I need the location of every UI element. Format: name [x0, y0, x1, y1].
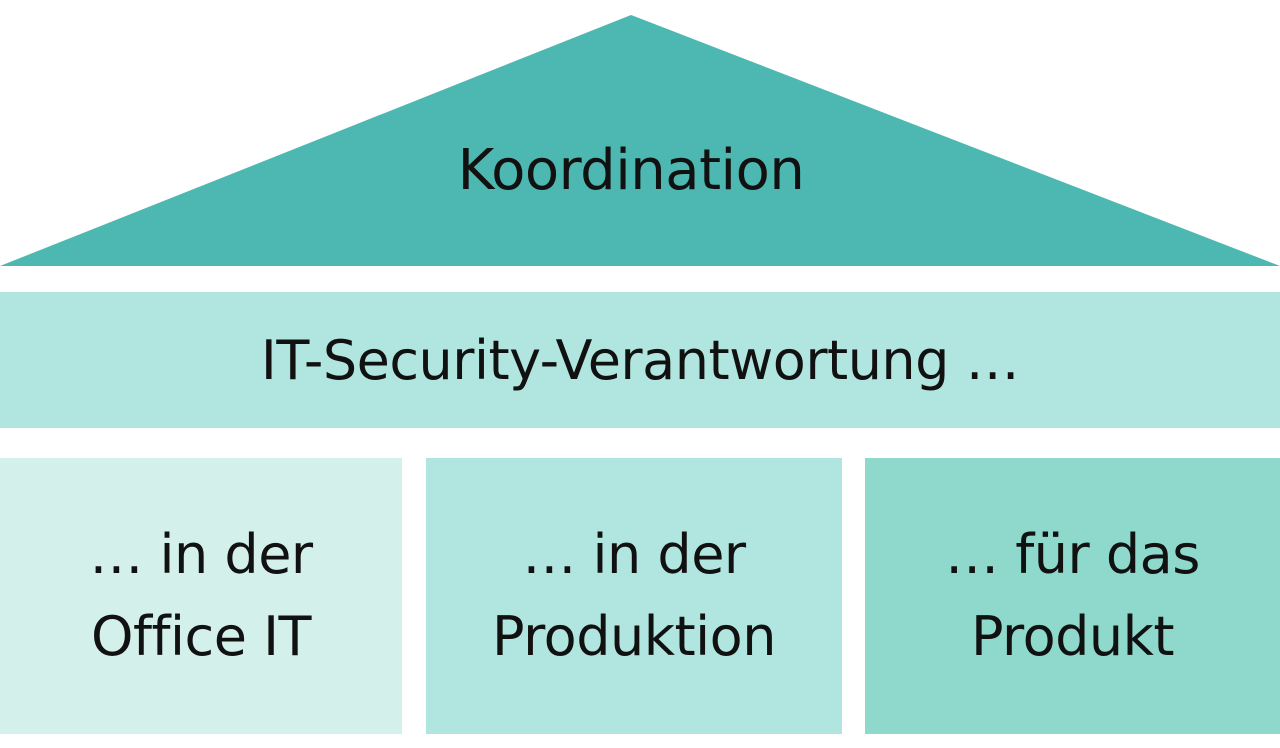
pillar-line-2: Produktion: [492, 605, 776, 668]
pillar-line-1: … für das: [945, 523, 1200, 586]
roof-shape: [0, 15, 1280, 266]
pillar-line-1: … in der: [89, 523, 313, 586]
pillar-office-it: … in der Office IT: [0, 458, 402, 734]
pillar-line-1: … in der: [522, 523, 746, 586]
responsibility-beam: IT-Security-Verantwortung …: [0, 292, 1280, 428]
roof-triangle: [0, 15, 1280, 266]
beam-label: IT-Security-Verantwortung …: [260, 328, 1020, 392]
roof-label: Koordination: [457, 138, 805, 203]
pillar-produkt: … für das Produkt: [865, 458, 1280, 734]
pillar-line-2: Produkt: [970, 605, 1175, 668]
pillar-line-2: Office IT: [90, 605, 312, 668]
pillar-produktion: … in der Produktion: [426, 458, 842, 734]
